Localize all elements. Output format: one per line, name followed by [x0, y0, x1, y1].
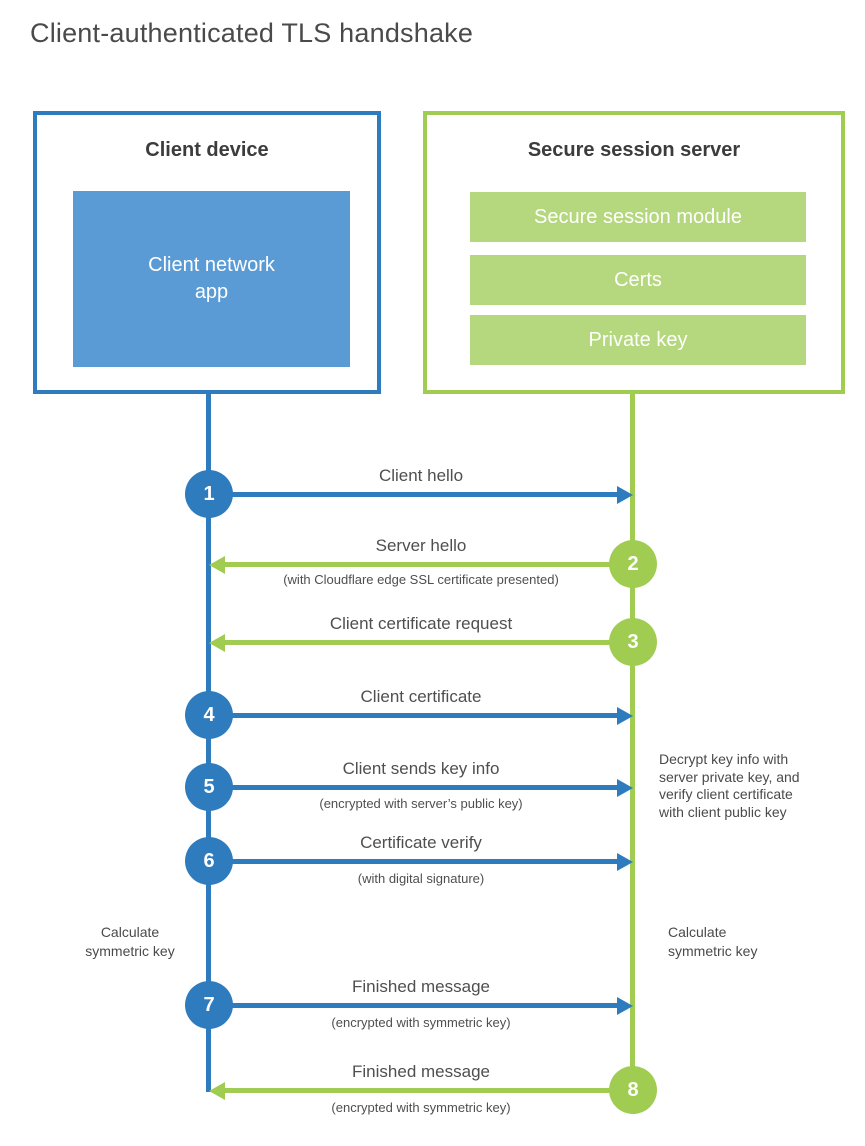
step-7-arrow-right-icon: [209, 996, 633, 1015]
step-8-sublabel: (encrypted with symmetric key): [331, 1100, 511, 1115]
calculate-symmetric-key-client-note: Calculate symmetric key: [85, 924, 175, 959]
step-5-arrow-right-icon: [209, 778, 633, 797]
step-1-marker: 1: [185, 470, 233, 518]
step-7-label: Finished message: [352, 977, 490, 996]
step-2-label: Server hello: [375, 536, 467, 555]
step-5-label: Client sends key info: [342, 759, 500, 778]
secure-session-server-box: Secure session server Secure session mod…: [423, 111, 845, 394]
step-6-marker: 6: [185, 837, 233, 885]
calculate-symmetric-key-server-note: Calculate symmetric key: [668, 924, 758, 959]
client-lifeline: [206, 392, 211, 1092]
step-4-arrow-right-icon: [209, 706, 633, 725]
secure-session-server-title: Secure session server: [527, 139, 741, 161]
step-5-sublabel: (encrypted with server’s public key): [319, 796, 523, 811]
step-2-marker: 2: [609, 540, 657, 588]
step-8-label: Finished message: [352, 1062, 490, 1081]
secure-session-module-bar: Secure session module: [470, 192, 806, 242]
decrypt-key-info-note: Decrypt key info with server private key…: [659, 751, 800, 820]
private-key-bar: Private key: [470, 315, 806, 365]
client-network-app-label: Client network app: [148, 254, 275, 303]
step-7-sublabel: (encrypted with symmetric key): [331, 1015, 511, 1030]
certs-bar: Certs: [470, 255, 806, 305]
step-2-arrow-left-icon: [209, 555, 633, 574]
step-1-label: Client hello: [378, 466, 464, 485]
client-network-app-box: Client network app: [73, 191, 350, 367]
step-7-marker: 7: [185, 981, 233, 1029]
step-2-sublabel: (with Cloudflare edge SSL certificate pr…: [283, 572, 559, 587]
step-4-marker: 4: [185, 691, 233, 739]
step-5-marker: 5: [185, 763, 233, 811]
step-6-arrow-right-icon: [209, 852, 633, 871]
step-8-arrow-left-icon: [209, 1081, 633, 1100]
step-4-label: Client certificate: [360, 687, 482, 706]
step-3-label: Client certificate request: [329, 614, 513, 633]
step-6-label: Certificate verify: [360, 833, 482, 852]
step-3-arrow-left-icon: [209, 633, 633, 652]
client-device-title: Client device: [145, 139, 269, 161]
client-device-box: Client device Client network app: [33, 111, 381, 394]
step-3-marker: 3: [609, 618, 657, 666]
server-lifeline: [630, 392, 635, 1090]
step-1-arrow-right-icon: [209, 485, 633, 504]
step-8-marker: 8: [609, 1066, 657, 1114]
page-title: Client-authenticated TLS handshake: [30, 18, 474, 48]
step-6-sublabel: (with digital signature): [357, 871, 485, 886]
